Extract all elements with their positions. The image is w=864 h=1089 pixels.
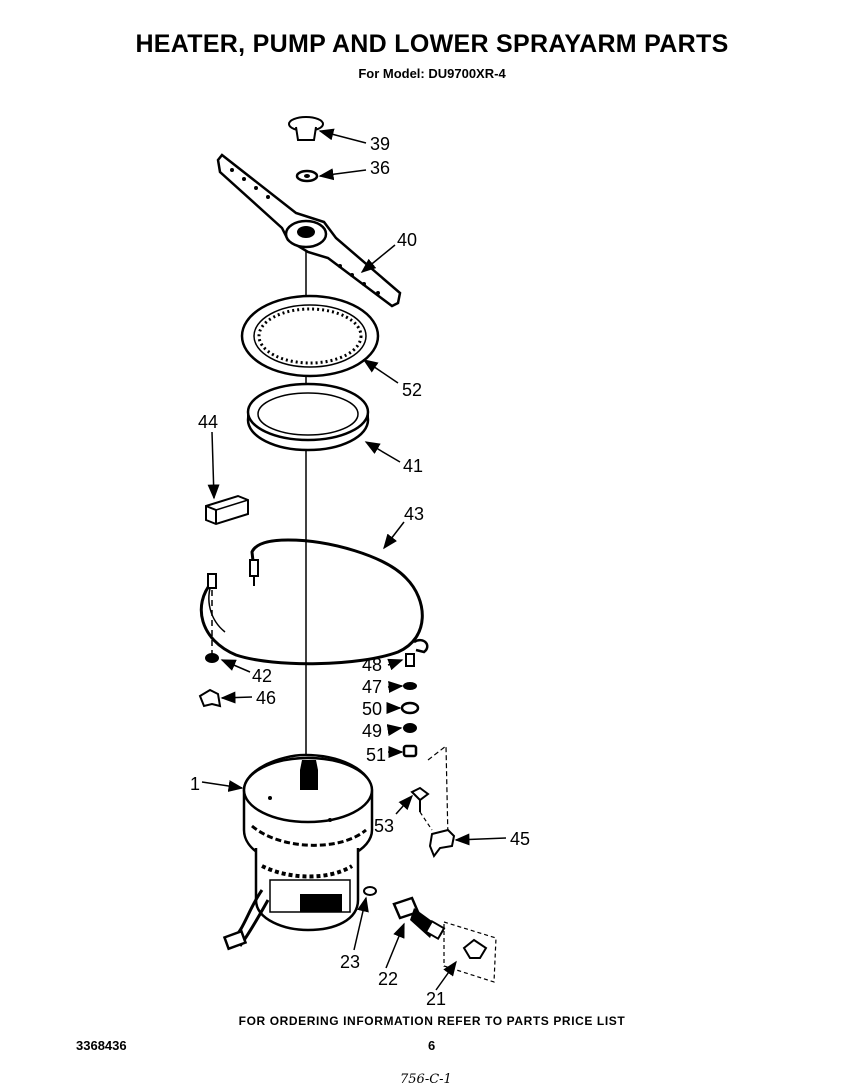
part-46-bracket bbox=[198, 688, 222, 708]
part-23-o-ring bbox=[363, 886, 377, 896]
part-45-bracket bbox=[428, 828, 456, 859]
callout-46: 46 bbox=[256, 688, 276, 708]
callout-21: 21 bbox=[426, 989, 446, 1009]
callout-52: 52 bbox=[402, 380, 422, 400]
callout-22: 22 bbox=[378, 969, 398, 989]
part-21-bracket-plate bbox=[443, 921, 497, 983]
part-42-nut bbox=[205, 653, 219, 663]
callout-42: 42 bbox=[252, 666, 272, 686]
document-number: 3368436 bbox=[76, 1038, 127, 1053]
callout-43: 43 bbox=[404, 504, 424, 524]
part-43-heater-element bbox=[199, 538, 424, 666]
part-53-screw bbox=[410, 786, 433, 831]
callout-39: 39 bbox=[370, 134, 390, 154]
handwritten-note: 756-C-1 bbox=[400, 1072, 452, 1087]
callout-47: 47 bbox=[362, 677, 382, 697]
callout-41: 41 bbox=[403, 456, 423, 476]
callout-40: 40 bbox=[397, 230, 417, 250]
page-title: HEATER, PUMP AND LOWER SPRAYARM PARTS bbox=[135, 30, 729, 58]
callout-49: 49 bbox=[362, 721, 382, 741]
callout-23: 23 bbox=[340, 952, 360, 972]
page-number: 6 bbox=[428, 1038, 436, 1053]
callout-51: 51 bbox=[366, 745, 386, 765]
part-1-pump-motor-assembly bbox=[222, 753, 374, 951]
callout-45: 45 bbox=[510, 829, 530, 849]
callout-36: 36 bbox=[370, 158, 390, 178]
terminal-hardware-stack bbox=[400, 638, 449, 841]
leader-lines bbox=[201, 128, 507, 991]
part-22-sensor bbox=[392, 896, 446, 941]
part-52-filter-ring bbox=[240, 294, 380, 378]
callout-50: 50 bbox=[362, 699, 382, 719]
part-39-sprayarm-cap bbox=[288, 116, 324, 141]
callout-1: 1 bbox=[190, 774, 200, 794]
ordering-info-note: FOR ORDERING INFORMATION REFER TO PARTS … bbox=[238, 1014, 626, 1028]
part-36-washer bbox=[295, 169, 319, 183]
callout-53: 53 bbox=[374, 816, 394, 836]
part-41-seal-ring bbox=[246, 382, 370, 452]
callout-48: 48 bbox=[362, 655, 382, 675]
part-40-lower-sprayarm bbox=[216, 153, 402, 308]
model-subtitle: For Model: DU9700XR-4 bbox=[358, 66, 506, 81]
part-44-clip bbox=[205, 494, 249, 526]
callout-44: 44 bbox=[198, 412, 218, 432]
